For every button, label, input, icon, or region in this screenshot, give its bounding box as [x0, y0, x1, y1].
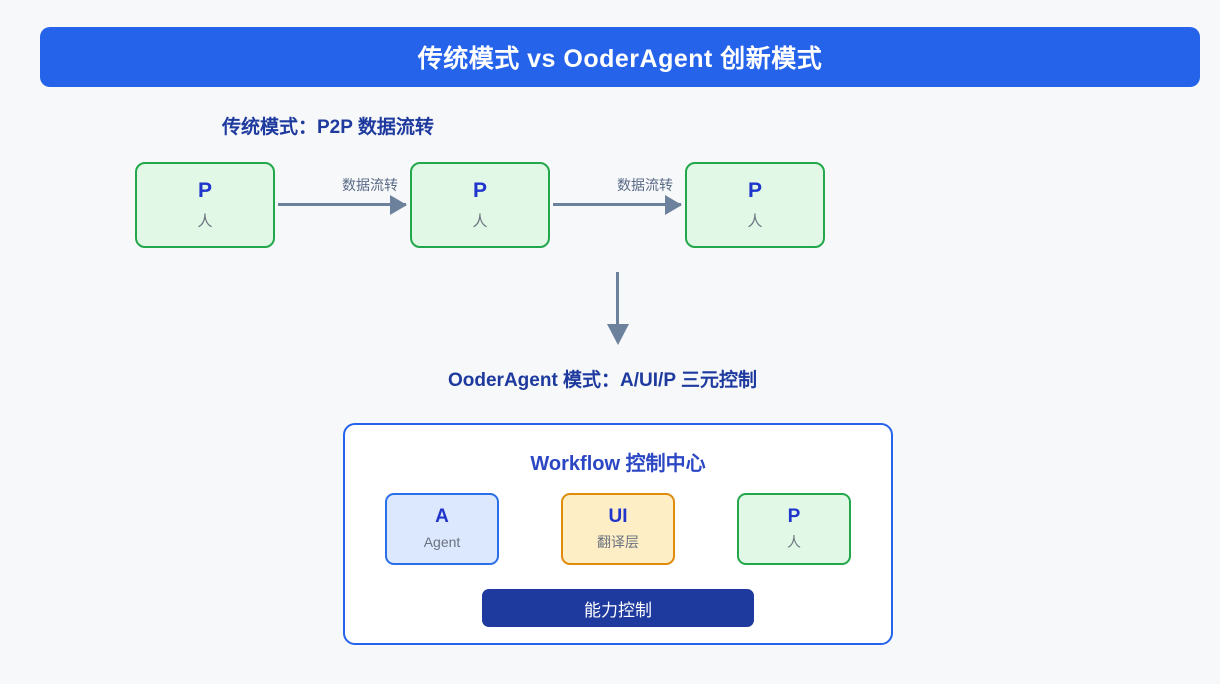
- p2p-node-3-code: P: [747, 179, 762, 203]
- p2p-node-2-sublabel: 人: [472, 213, 488, 231]
- triad-box-agent[interactable]: A Agent: [385, 493, 499, 565]
- triad-box-ui[interactable]: UI 翻译层: [561, 493, 675, 565]
- triad-box-person-sublabel: 人: [787, 534, 801, 551]
- p2p-node-3-sublabel: 人: [747, 213, 763, 231]
- p2p-node-2[interactable]: P 人: [410, 162, 550, 248]
- triad-box-person-code: P: [787, 506, 801, 528]
- transition-arrow-down-icon: [616, 272, 619, 324]
- p2p-node-2-code: P: [472, 179, 487, 203]
- traditional-section-heading: 传统模式：P2P 数据流转: [222, 117, 434, 138]
- triad-box-agent-code: A: [435, 506, 449, 528]
- p2p-node-1-sublabel: 人: [197, 213, 213, 231]
- p2p-node-1[interactable]: P 人: [135, 162, 275, 248]
- triad-box-ui-sublabel: 翻译层: [597, 534, 639, 551]
- triad-row: A Agent UI 翻译层 P 人: [345, 493, 891, 565]
- capability-control-bar[interactable]: 能力控制: [482, 589, 754, 627]
- triad-box-person[interactable]: P 人: [737, 493, 851, 565]
- flow-arrow-label-2: 数据流转: [617, 177, 673, 193]
- page-title: 传统模式 vs OoderAgent 创新模式: [417, 45, 823, 73]
- capability-control-label: 能力控制: [584, 600, 652, 620]
- flow-arrow-right-icon-1: [278, 203, 406, 206]
- triad-box-agent-sublabel: Agent: [423, 534, 461, 551]
- flow-arrow-right-icon-2: [553, 203, 681, 206]
- workflow-panel: Workflow 控制中心 A Agent UI 翻译层 P 人 能力控制: [343, 423, 893, 645]
- title-banner: 传统模式 vs OoderAgent 创新模式: [40, 27, 1200, 87]
- ooder-section-heading: OoderAgent 模式：A/UI/P 三元控制: [448, 370, 757, 391]
- triad-box-ui-code: UI: [608, 506, 628, 528]
- flow-arrow-label-1: 数据流转: [342, 177, 398, 193]
- workflow-panel-title: Workflow 控制中心: [530, 453, 706, 475]
- p2p-node-1-code: P: [197, 179, 212, 203]
- p2p-node-3[interactable]: P 人: [685, 162, 825, 248]
